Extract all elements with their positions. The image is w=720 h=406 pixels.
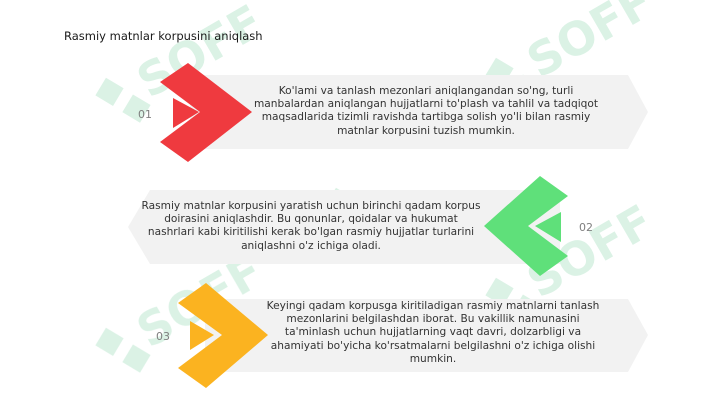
slide-title: Rasmiy matnlar korpusini aniqlash [64, 29, 263, 43]
step-1-chevron-icon [160, 63, 252, 162]
step-number: 01 [138, 108, 152, 121]
step-text: Ko'lami va tanlash mezonlari aniqlangand… [253, 85, 599, 137]
step-2-arrow-icon [535, 212, 561, 242]
step-3-band [205, 299, 648, 372]
step-number: 03 [156, 330, 170, 343]
step-3-arrow-icon [190, 321, 214, 350]
step-2-chevron-icon [484, 176, 568, 276]
step-number: 02 [579, 221, 593, 234]
step-3-chevron-icon [178, 283, 268, 388]
step-1-band [190, 75, 648, 149]
step-text: Keyingi qadam korpusga kiritiladigan ras… [266, 300, 600, 365]
step-text: Rasmiy matnlar korpusini yaratish uchun … [141, 200, 481, 252]
step-1-arrow-icon [173, 98, 199, 128]
step-2-band [128, 190, 560, 264]
